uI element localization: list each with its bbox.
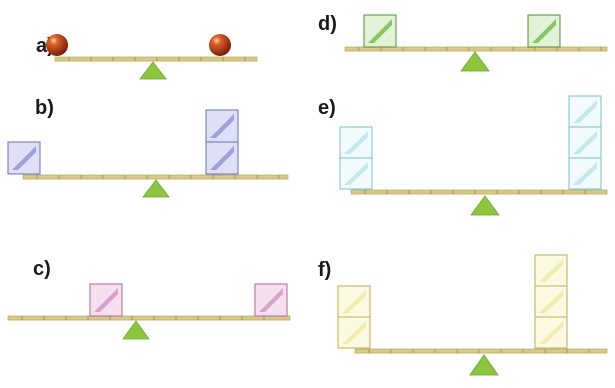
fulcrum bbox=[139, 61, 167, 80]
beam bbox=[54, 56, 258, 62]
block-left-1 bbox=[339, 126, 373, 159]
block-right-1 bbox=[534, 254, 568, 287]
ball-left bbox=[46, 34, 68, 56]
beam bbox=[22, 174, 289, 180]
beam bbox=[350, 189, 608, 195]
block-right-3 bbox=[568, 157, 602, 190]
block-left bbox=[7, 141, 41, 175]
beam bbox=[354, 348, 608, 354]
block-right-1 bbox=[568, 95, 602, 128]
fulcrum bbox=[460, 51, 490, 72]
block-left-2 bbox=[337, 316, 371, 349]
fulcrum bbox=[470, 195, 500, 216]
beam bbox=[7, 315, 291, 321]
block-left bbox=[89, 283, 123, 317]
panel-a: a) bbox=[36, 34, 258, 80]
panel-b: b) bbox=[7, 97, 289, 198]
block-right bbox=[254, 283, 288, 317]
panel-label-e: e) bbox=[318, 97, 336, 119]
panel-label-c: c) bbox=[33, 258, 51, 280]
block-right-3 bbox=[534, 316, 568, 349]
block-left-1 bbox=[337, 285, 371, 318]
block-right-2 bbox=[534, 285, 568, 318]
fulcrum bbox=[122, 320, 150, 340]
beam bbox=[344, 46, 608, 52]
panel-e: e) bbox=[318, 95, 608, 216]
fulcrum bbox=[469, 354, 499, 376]
block-right-2 bbox=[205, 141, 239, 175]
panel-label-d: d) bbox=[318, 13, 337, 35]
block-right-2 bbox=[568, 126, 602, 159]
panel-f: f) bbox=[318, 254, 608, 376]
block-right bbox=[527, 14, 561, 48]
panel-d: d) bbox=[318, 13, 608, 72]
panel-c: c) bbox=[7, 258, 291, 340]
fulcrum bbox=[142, 179, 170, 198]
block-right-1 bbox=[205, 109, 239, 143]
panel-label-f: f) bbox=[318, 259, 331, 281]
ball-right bbox=[209, 34, 231, 56]
block-left bbox=[363, 14, 397, 48]
block-left-2 bbox=[339, 157, 373, 190]
panel-label-b: b) bbox=[35, 97, 54, 119]
